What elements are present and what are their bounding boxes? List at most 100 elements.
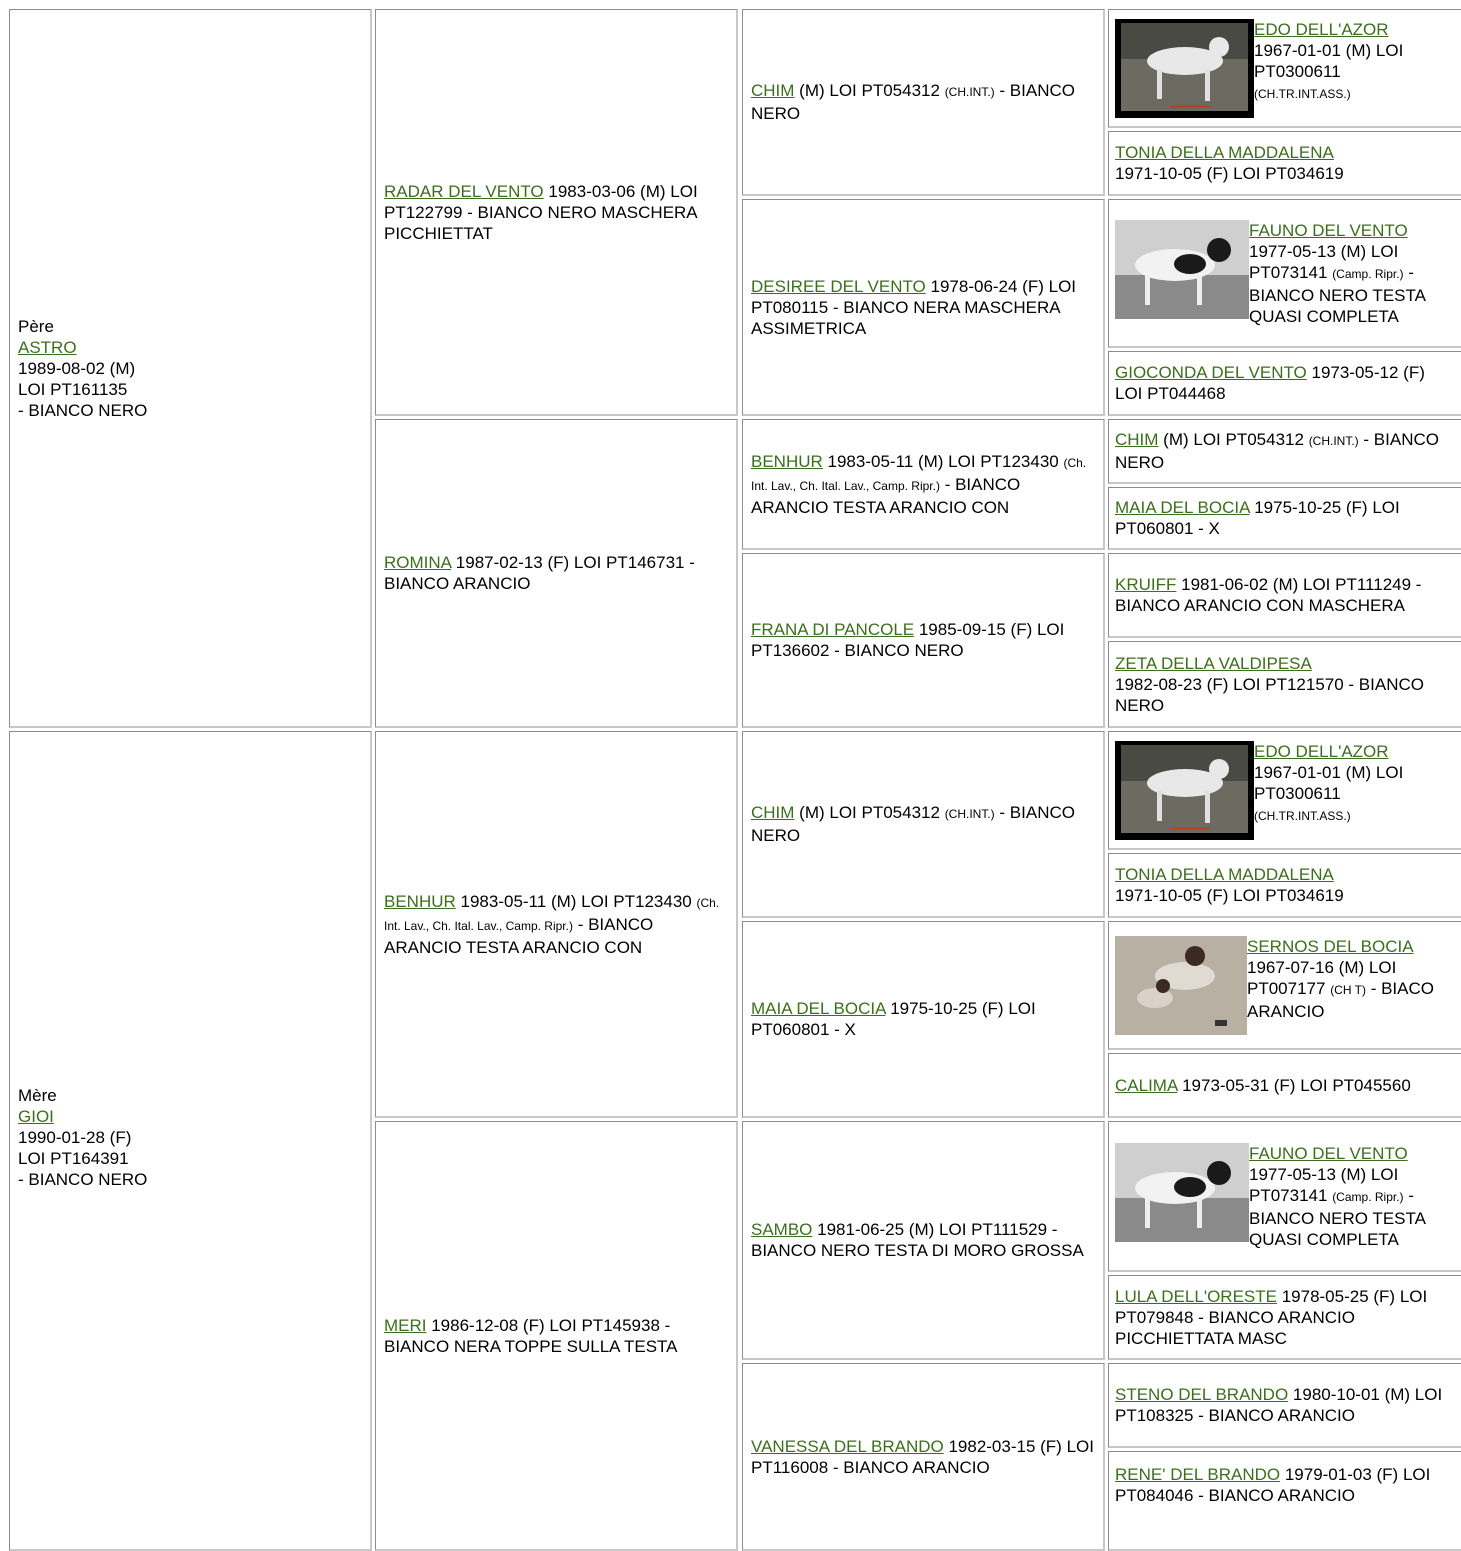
dam-sds-title: (CH T)	[1330, 982, 1366, 997]
sire-sd-info: 1978-06-24 (F) LOI PT080115 - BIANCO NER…	[751, 276, 1077, 338]
sire-sds-link[interactable]: FAUNO DEL VENTO	[1249, 220, 1408, 240]
dam-sdd-info: 1973-05-31 (F) LOI PT045560	[1177, 1075, 1411, 1095]
sire-birth: 1989-08-02 (M)	[18, 358, 136, 378]
sire-registry: LOI PT161135	[18, 379, 128, 399]
dam-ss-cell: CHIM (M) LOI PT054312 (CH.INT.) - BIANCO…	[742, 731, 1105, 918]
sire-ds-link[interactable]: BENHUR	[751, 451, 823, 471]
dam-s-post: - BIANCO ARANCIO TESTA ARANCIO CON	[384, 914, 654, 957]
sire-d-cell: ROMINA 1987-02-13 (F) LOI PT146731 - BIA…	[375, 419, 738, 728]
sire-ddd-info: 1982-08-23 (F) LOI PT121570 - BIANCO NER…	[1115, 674, 1424, 715]
dam-dss-link[interactable]: FAUNO DEL VENTO	[1249, 1143, 1408, 1163]
sire-dd-link[interactable]: FRANA DI PANCOLE	[751, 620, 915, 639]
dam-label: Mère	[18, 1086, 57, 1105]
dog-photo	[1115, 740, 1254, 840]
sire-dss-post: - BIANCO NERO	[1115, 430, 1439, 472]
sire-sdd-info: 1973-05-12 (F) LOI PT044468	[1115, 363, 1425, 403]
dog-photo	[1115, 1142, 1249, 1242]
dam-birth: 1990-01-28 (F)	[18, 1128, 132, 1147]
sire-ddd-link[interactable]: ZETA DELLA VALDIPESA	[1115, 653, 1312, 673]
sire-dsd-info: 1975-10-25 (F) LOI PT060801 - X	[1115, 498, 1400, 538]
dam-cell: Mère GIOI 1990-01-28 (F) LOI PT164391 - …	[9, 731, 372, 1551]
dam-sds-post: - BIACO ARANCIO	[1247, 978, 1434, 1021]
sire-sss-cell: EDO DELL'AZOR 1967-01-01 (M) LOI PT03006…	[1108, 9, 1461, 128]
sire-label: Père	[18, 316, 54, 336]
dam-dsd-cell: LULA DELL'ORESTE 1978-05-25 (F) LOI PT07…	[1108, 1275, 1461, 1360]
sire-dss-title: (CH.INT.)	[1308, 434, 1359, 448]
dam-dss-info: 1977-05-13 (M) LOI PT073141	[1249, 1164, 1399, 1205]
dam-ssd-cell: TONIA DELLA MADDALENA 1971-10-05 (F) LOI…	[1108, 853, 1461, 918]
dam-sd-link[interactable]: MAIA DEL BOCIA	[751, 999, 886, 1018]
sire-sdd-cell: GIOCONDA DEL VENTO 1973-05-12 (F) LOI PT…	[1108, 351, 1461, 416]
dam-ssd-link[interactable]: TONIA DELLA MADDALENA	[1115, 865, 1334, 884]
sire-cell: Père ASTRO 1989-08-02 (M) LOI PT161135 -…	[9, 9, 372, 728]
sire-dss-cell: CHIM (M) LOI PT054312 (CH.INT.) - BIANCO…	[1108, 419, 1461, 484]
sire-sss-title: (CH.TR.INT.ASS.)	[1254, 86, 1351, 101]
sire-dds-link[interactable]: KRUIFF	[1115, 575, 1177, 594]
sire-ds-cell: BENHUR 1983-05-11 (M) LOI PT123430 (Ch. …	[742, 419, 1105, 550]
sire-s-info: 1983-03-06 (M) LOI PT122799 - BIANCO NER…	[384, 181, 698, 243]
dam-dds-info: 1980-10-01 (M) LOI PT108325 - BIANCO ARA…	[1115, 1385, 1443, 1425]
dam-sss-info: 1967-01-01 (M) LOI PT0300611	[1254, 762, 1404, 803]
dam-sdd-link[interactable]: CALIMA	[1115, 1075, 1178, 1095]
sire-name-link[interactable]: ASTRO	[18, 337, 77, 357]
dam-s-title: (Ch. Int. Lav., Ch. Ital. Lav., Camp. Ri…	[384, 895, 720, 933]
sire-ssd-info: 1971-10-05 (F) LOI PT034619	[1115, 164, 1344, 183]
dam-ss-post: - BIANCO NERO	[751, 803, 1075, 845]
sire-sss-info: 1967-01-01 (M) LOI PT0300611	[1254, 40, 1404, 81]
dam-registry: LOI PT164391	[18, 1149, 129, 1168]
dam-ssd-info: 1971-10-05 (F) LOI PT034619	[1115, 886, 1344, 905]
dam-sd-info: 1975-10-25 (F) LOI PT060801 - X	[751, 999, 1036, 1039]
dam-d-cell: MERI 1986-12-08 (F) LOI PT145938 - BIANC…	[375, 1121, 738, 1551]
sire-ddd-cell: ZETA DELLA VALDIPESA 1982-08-23 (F) LOI …	[1108, 641, 1461, 728]
dam-d-link[interactable]: MERI	[384, 1315, 427, 1335]
dam-sss-link[interactable]: EDO DELL'AZOR	[1254, 741, 1389, 761]
dam-sss-cell: EDO DELL'AZOR 1967-01-01 (M) LOI PT03006…	[1108, 731, 1461, 850]
dam-dsd-link[interactable]: LULA DELL'ORESTE	[1115, 1286, 1277, 1306]
sire-s-cell: RADAR DEL VENTO 1983-03-06 (M) LOI PT122…	[375, 9, 738, 416]
dam-dd-info: 1982-03-15 (F) LOI PT116008 - BIANCO ARA…	[751, 1436, 1094, 1477]
sire-dss-link[interactable]: CHIM	[1115, 430, 1159, 449]
dam-ddd-cell: RENE' DEL BRANDO 1979-01-03 (F) LOI PT08…	[1108, 1451, 1461, 1551]
dam-ds-cell: SAMBO 1981-06-25 (M) LOI PT111529 - BIAN…	[742, 1121, 1105, 1360]
dam-ss-link[interactable]: CHIM	[751, 803, 795, 822]
sire-dsd-cell: MAIA DEL BOCIA 1975-10-25 (F) LOI PT0608…	[1108, 487, 1461, 550]
dam-ds-info: 1981-06-25 (M) LOI PT111529 - BIANCO NER…	[751, 1220, 1084, 1260]
dam-dds-link[interactable]: STENO DEL BRANDO	[1115, 1385, 1289, 1404]
dam-s-cell: BENHUR 1983-05-11 (M) LOI PT123430 (Ch. …	[375, 731, 738, 1118]
dam-ds-link[interactable]: SAMBO	[751, 1220, 813, 1239]
sire-sds-info: 1977-05-13 (M) LOI PT073141	[1249, 241, 1399, 282]
sire-sd-link[interactable]: DESIREE DEL VENTO	[751, 276, 926, 296]
dam-ddd-link[interactable]: RENE' DEL BRANDO	[1115, 1465, 1281, 1484]
dam-dss-cell: FAUNO DEL VENTO 1977-05-13 (M) LOI PT073…	[1108, 1121, 1461, 1272]
sire-d-link[interactable]: ROMINA	[384, 553, 452, 572]
dam-ss-title: (CH.INT.)	[944, 807, 995, 821]
dam-s-link[interactable]: BENHUR	[384, 891, 456, 911]
sire-ds-post: - BIANCO ARANCIO TESTA ARANCIO CON	[751, 474, 1021, 517]
sire-d-info: 1987-02-13 (F) LOI PT146731 - BIANCO ARA…	[384, 553, 695, 593]
sire-sds-cell: FAUNO DEL VENTO 1977-05-13 (M) LOI PT073…	[1108, 199, 1461, 348]
sire-dd-info: 1985-09-15 (F) LOI PT136602 - BIANCO NER…	[751, 620, 1065, 660]
sire-sdd-link[interactable]: GIOCONDA DEL VENTO	[1115, 363, 1307, 382]
sire-sss-link[interactable]: EDO DELL'AZOR	[1254, 19, 1389, 39]
sire-ds-title: (Ch. Int. Lav., Ch. Ital. Lav., Camp. Ri…	[751, 455, 1087, 493]
sire-ssd-link[interactable]: TONIA DELLA MADDALENA	[1115, 143, 1334, 162]
sire-ds-pre: 1983-05-11 (M) LOI PT123430	[822, 451, 1064, 471]
dam-name-link[interactable]: GIOI	[18, 1107, 54, 1126]
sire-ss-link[interactable]: CHIM	[751, 81, 795, 100]
dog-photo	[1115, 18, 1254, 118]
dam-sdd-cell: CALIMA 1973-05-31 (F) LOI PT045560	[1108, 1053, 1461, 1118]
sire-ssd-cell: TONIA DELLA MADDALENA 1971-10-05 (F) LOI…	[1108, 131, 1461, 196]
sire-dds-info: 1981-06-02 (M) LOI PT111249 - BIANCO ARA…	[1115, 575, 1422, 615]
dam-dd-link[interactable]: VANESSA DEL BRANDO	[751, 1436, 944, 1456]
dam-dsd-info: 1978-05-25 (F) LOI PT079848 - BIANCO ARA…	[1115, 1286, 1428, 1348]
dog-photo	[1115, 935, 1247, 1035]
dam-sd-cell: MAIA DEL BOCIA 1975-10-25 (F) LOI PT0608…	[742, 921, 1105, 1118]
dam-dss-title: (Camp. Ripr.)	[1332, 1189, 1404, 1204]
sire-sds-title: (Camp. Ripr.)	[1332, 266, 1404, 281]
dam-sds-link[interactable]: SERNOS DEL BOCIA	[1247, 936, 1414, 956]
sire-s-link[interactable]: RADAR DEL VENTO	[384, 181, 544, 201]
sire-dsd-link[interactable]: MAIA DEL BOCIA	[1115, 498, 1250, 517]
dam-dss-post: - BIANCO NERO TESTA QUASI COMPLETA	[1249, 1185, 1426, 1249]
sire-sd-cell: DESIREE DEL VENTO 1978-06-24 (F) LOI PT0…	[742, 199, 1105, 416]
dam-dds-cell: STENO DEL BRANDO 1980-10-01 (M) LOI PT10…	[1108, 1363, 1461, 1448]
